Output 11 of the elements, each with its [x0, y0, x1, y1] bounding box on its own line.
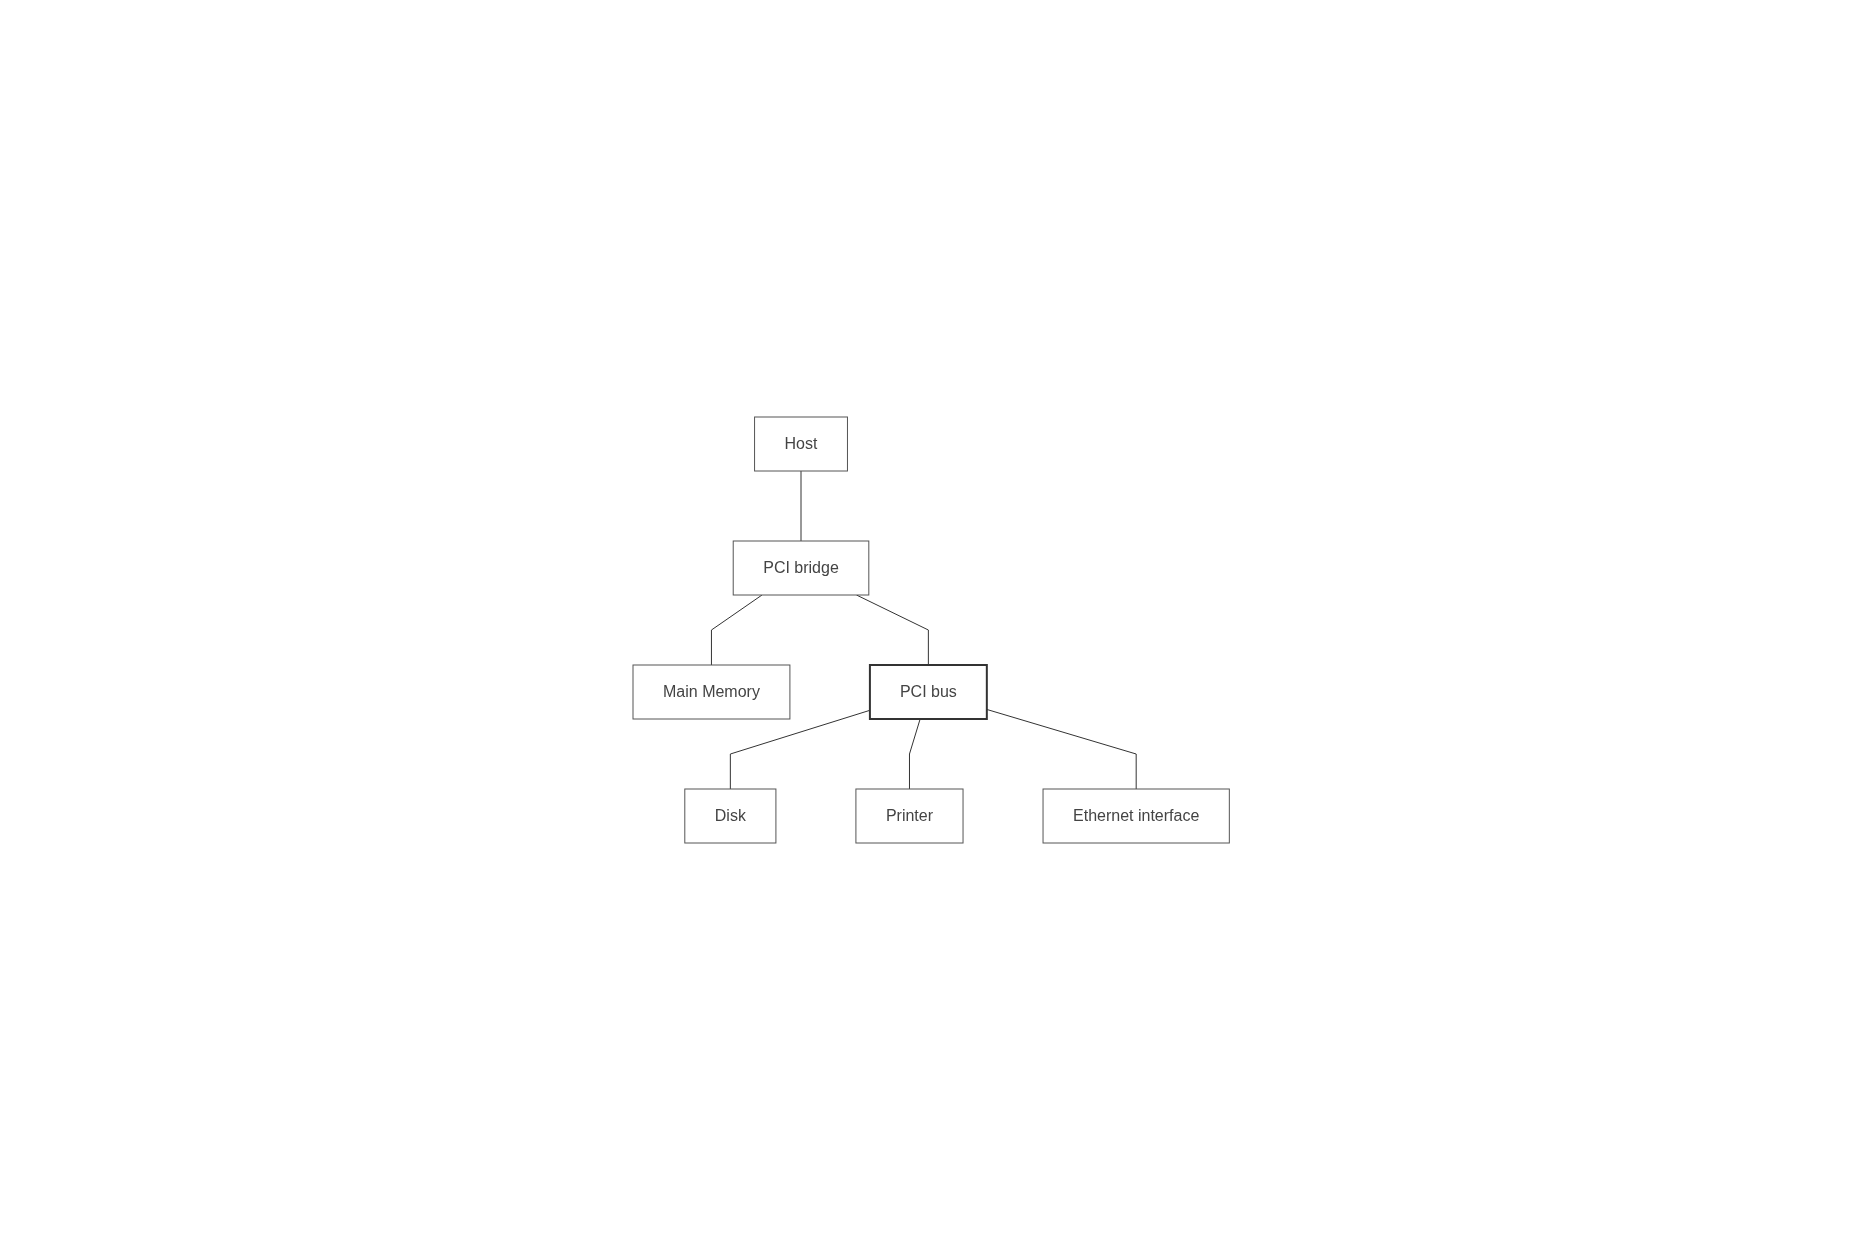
connector	[800, 470, 802, 542]
node-box: Ethernet interface	[1042, 788, 1230, 844]
node-box: PCI bridge	[732, 540, 870, 596]
connector	[710, 594, 763, 666]
node-box: Printer	[855, 788, 964, 844]
node-box: Disk	[684, 788, 777, 844]
node-box: PCI bus	[868, 664, 988, 720]
node-box: Main Memory	[632, 664, 791, 720]
node-box: Host	[753, 416, 848, 472]
connector	[908, 718, 921, 790]
connector	[986, 708, 1137, 790]
